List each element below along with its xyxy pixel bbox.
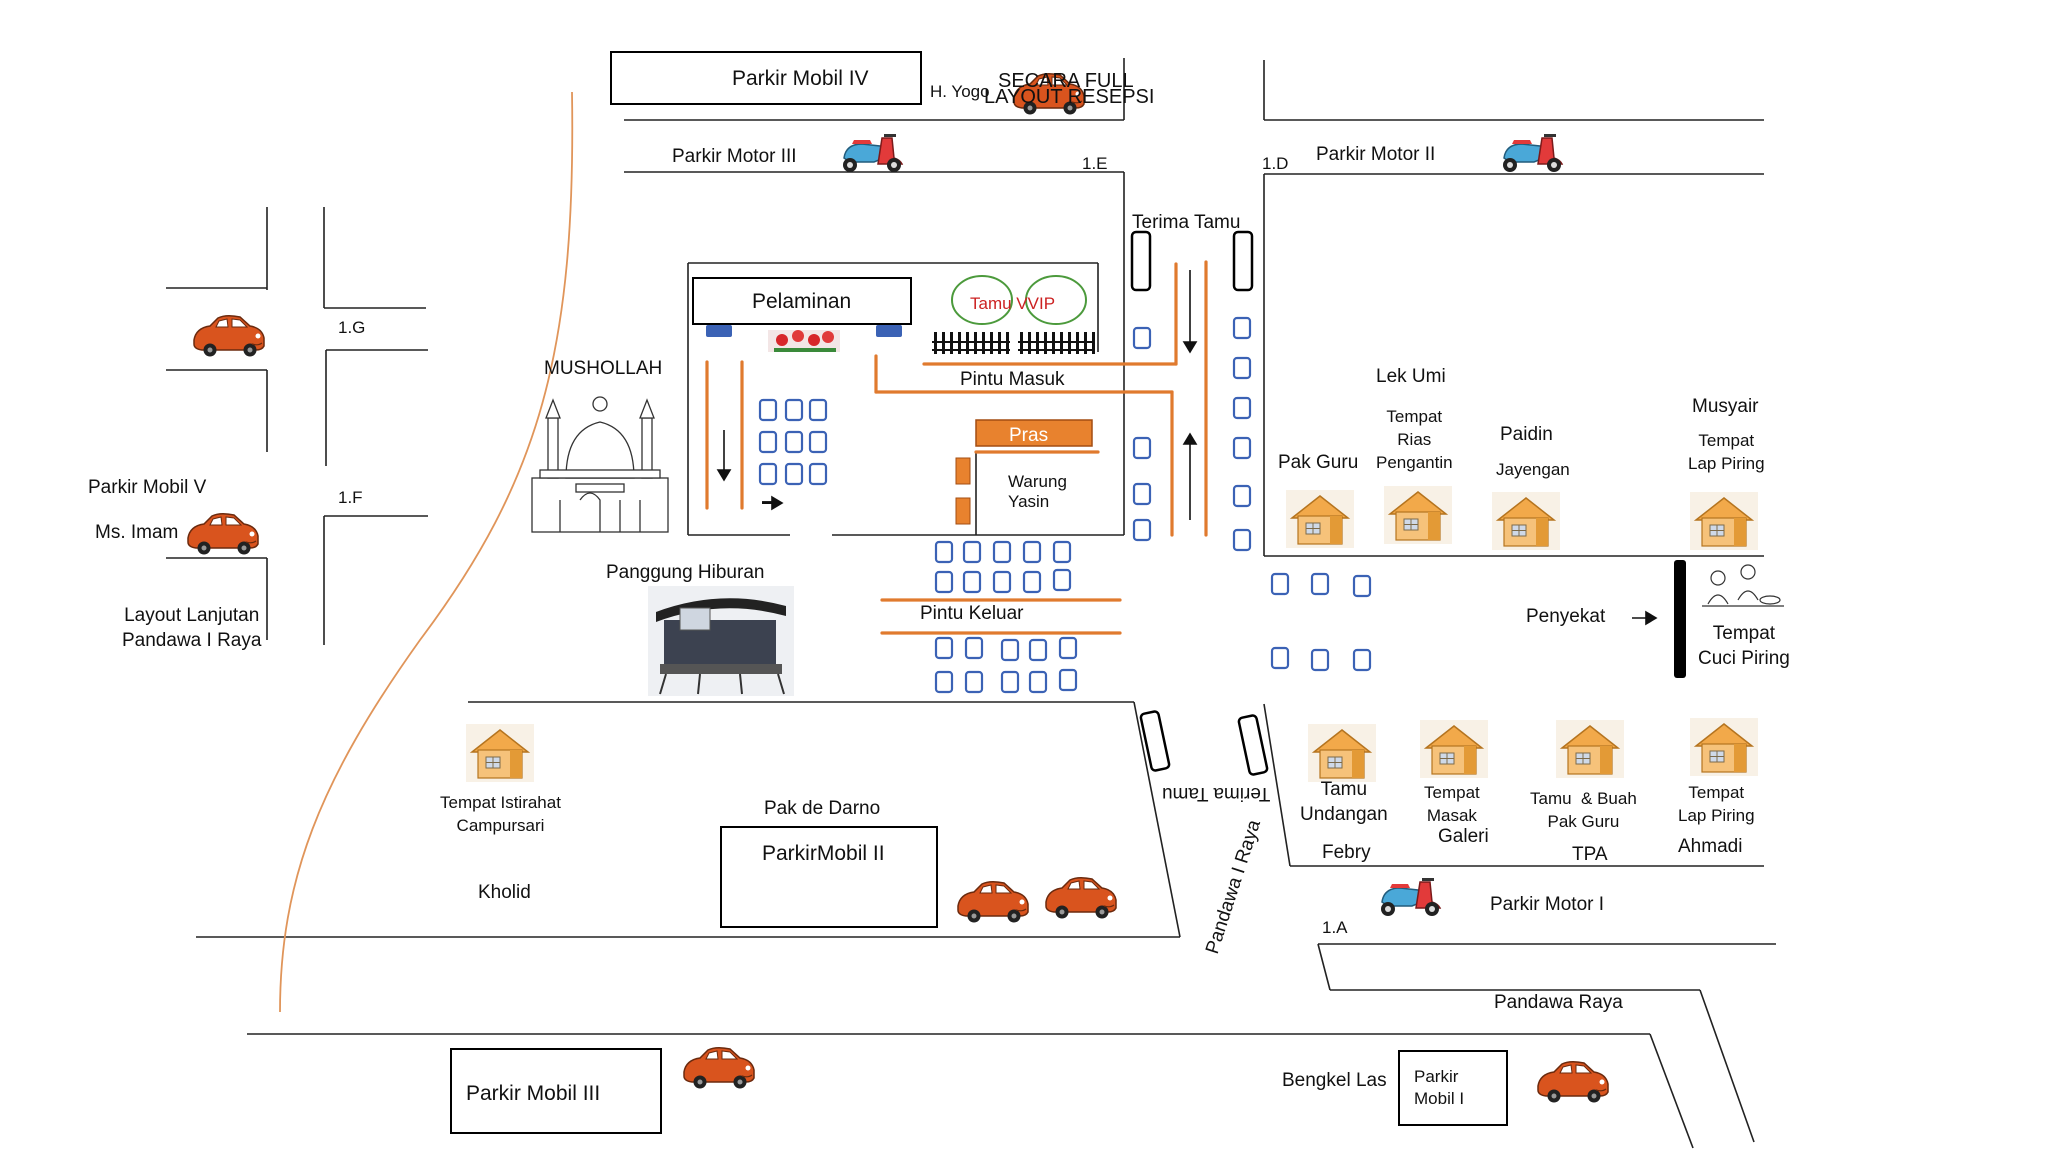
car-icon — [187, 72, 1609, 1104]
bengkel-las-label: Bengkel Las — [1282, 1070, 1387, 1091]
paidin-label: Paidin — [1500, 424, 1553, 445]
code-1f: 1.F — [338, 488, 363, 507]
febry-label: Febry — [1322, 842, 1371, 863]
h-yogo-label: H. Yogo — [930, 82, 990, 101]
lek-umi-label: Lek Umi — [1376, 366, 1446, 387]
parkir-mobil-i-box: Parkir Mobil I — [1398, 1050, 1508, 1126]
penyekat-label: Penyekat — [1526, 606, 1606, 627]
tamu-vvip-label: Tamu VVIP — [970, 294, 1056, 313]
pak-de-darno-label: Pak de Darno — [764, 798, 881, 819]
code-1e: 1.E — [1082, 154, 1108, 173]
pintu-keluar-label: Pintu Keluar — [920, 603, 1024, 624]
tempat-istirahat-label: Tempat Istirahat Campursari — [440, 793, 561, 835]
secara-full-label: SECARA FULL — [998, 70, 1134, 92]
terima-tamu-top-label: Terima Tamu — [1132, 212, 1241, 233]
mosque-icon — [531, 396, 669, 533]
tempat-lap-piring-label: Tempat Lap Piring — [1688, 431, 1765, 473]
ms-imam-label: Ms. Imam — [95, 522, 179, 543]
tpa-label: TPA — [1572, 844, 1608, 865]
musholla-label: MUSHOLLAH — [544, 358, 663, 379]
parkir-mobil-ii-label: ParkirMobil II — [762, 842, 885, 865]
kholid-label: Kholid — [478, 882, 531, 903]
pak-guru-label: Pak Guru — [1278, 452, 1359, 473]
parkir-mobil-i-label: Parkir Mobil I — [1414, 1067, 1465, 1109]
jayengan-label: Jayengan — [1496, 460, 1570, 479]
parkir-motor-ii-label: Parkir Motor II — [1316, 144, 1436, 165]
galeri-label: Galeri — [1438, 826, 1489, 847]
parkir-motor-iii-label: Parkir Motor III — [672, 146, 797, 167]
pintu-masuk-label: Pintu Masuk — [960, 369, 1065, 390]
tempat-lap-piring2-label: Tempat Lap Piring — [1678, 783, 1755, 825]
musyair-label: Musyair — [1692, 396, 1759, 417]
parkir-mobil-iii-box: Parkir Mobil III — [450, 1048, 662, 1134]
code-1d: 1.D — [1262, 154, 1289, 173]
arrow-icon — [716, 270, 1658, 626]
layout-lanjutan-label: Layout Lanjutan Pandawa I Raya — [122, 605, 262, 651]
tempat-cuci-piring-label: Tempat Cuci Piring — [1698, 623, 1790, 669]
tamu-buah-label: Tamu & Buah Pak Guru — [1530, 789, 1637, 831]
warung-label: Warung Yasin — [1008, 472, 1067, 511]
penyekat-bar — [1674, 560, 1686, 678]
parkir-mobil-iv-label: Parkir Mobil IV — [732, 67, 869, 90]
pras-label: Pras — [1009, 425, 1049, 446]
parkir-motor-i-label: Parkir Motor I — [1490, 894, 1605, 915]
panggung-label: Panggung Hiburan — [606, 562, 765, 583]
parkir-mobil-v-label: Parkir Mobil V — [88, 477, 207, 498]
code-1a: 1.A — [1322, 918, 1348, 937]
flowers-icon — [768, 330, 840, 352]
cooks-icon — [1702, 564, 1784, 607]
pelaminan-label: Pelaminan — [752, 290, 852, 313]
ahmadi-label: Ahmadi — [1678, 836, 1743, 857]
pelaminan-box: Pelaminan — [692, 277, 912, 325]
code-1g: 1.G — [338, 318, 366, 337]
stage-icon — [648, 586, 794, 696]
terima-tamu-bottom-label: Terima Tamu — [1162, 782, 1271, 804]
tempat-masak-label: Tempat Masak — [1424, 783, 1480, 825]
parkir-mobil-iii-label: Parkir Mobil III — [466, 1082, 601, 1105]
tamu-undangan-label: Tamu Undangan — [1300, 779, 1388, 825]
tempat-rias-label: Tempat Rias Pengantin — [1376, 407, 1453, 472]
parkir-mobil-ii-box: ParkirMobil II — [720, 826, 938, 928]
pandawa-raya-label: Pandawa Raya — [1494, 992, 1623, 1013]
parkir-mobil-iv-box: Parkir Mobil IV — [610, 51, 922, 105]
layout-resepsi-label: LAYOUT RESEPSI — [984, 86, 1155, 108]
